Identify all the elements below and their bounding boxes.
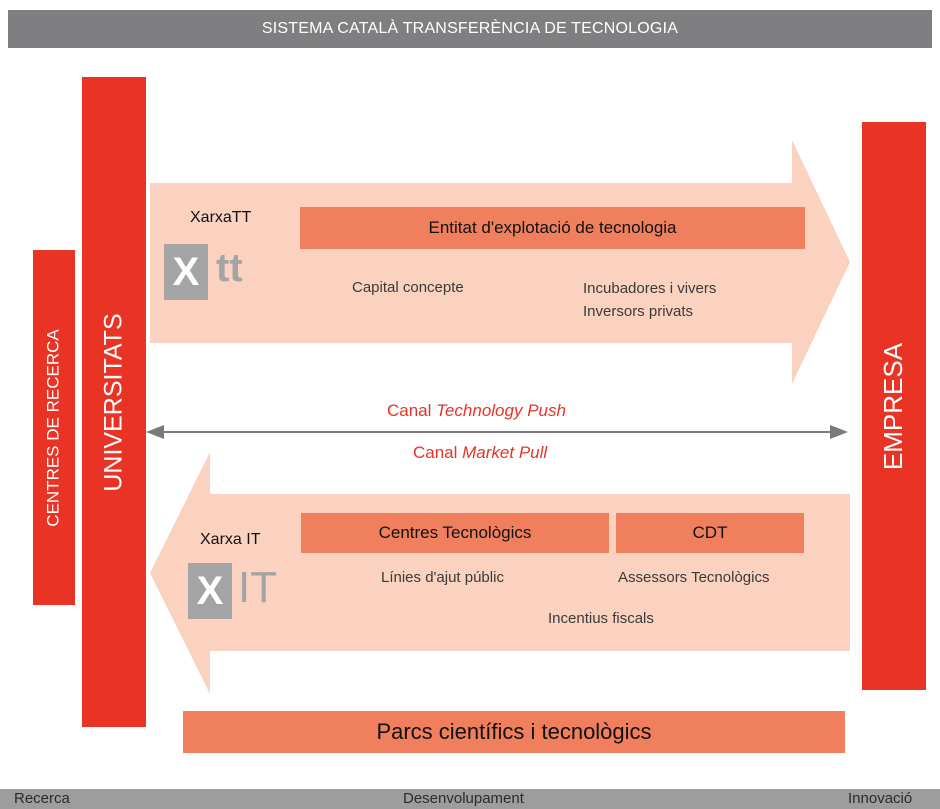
xarxa-it-label: Xarxa IT (200, 531, 261, 548)
empresa-bar: EMPRESA (862, 122, 926, 690)
centres-de-recerca-bar: CENTRES DE RECERCA (33, 250, 75, 605)
universitats-label: UNIVERSITATS (99, 312, 128, 492)
entitat-explotacio-label: Entitat d'explotació de tecnologia (428, 218, 677, 237)
diagram-title: SISTEMA CATALÀ TRANSFERÈNCIA DE TECNOLOG… (8, 10, 932, 48)
xarxatt-logo-icon: X (164, 244, 208, 300)
xarxatt-logo-text: tt (216, 246, 243, 290)
top-flow-arrow (150, 140, 850, 384)
universitats-bar: UNIVERSITATS (82, 77, 146, 727)
empresa-label: EMPRESA (878, 342, 909, 470)
channel-arrowhead-right (830, 425, 848, 439)
xarxatt-label: XarxaTT (190, 209, 252, 226)
market-pull-label: Canal Market Pull (413, 443, 548, 462)
cdt-box: CDT (616, 513, 804, 553)
inversors-text: Inversors privats (583, 303, 694, 320)
centres-tecnologics-box: Centres Tecnològics (301, 513, 609, 553)
entitat-explotacio-box: Entitat d'explotació de tecnologia (300, 207, 805, 249)
stage-innovacio: Innovació (848, 790, 913, 807)
xarxa-it-logo-icon: X (188, 563, 232, 619)
assessors-text: Assessors Tecnològics (618, 569, 770, 586)
centres-tecnologics-label: Centres Tecnològics (378, 523, 532, 542)
technology-push-label: Canal Technology Push (387, 401, 566, 420)
incentius-text: Incentius fiscals (548, 610, 654, 627)
xarxa-it-logo-text: IT (238, 563, 278, 612)
bottom-flow-arrow (150, 452, 850, 694)
incubadores-text: Incubadores i vivers (583, 280, 717, 297)
linies-ajut-text: Línies d'ajut públic (381, 569, 504, 586)
parcs-bar: Parcs científics i tecnològics (183, 711, 845, 753)
stage-recerca: Recerca (14, 790, 70, 807)
stage-axis: Recerca Desenvolupament Innovació (0, 789, 940, 809)
capital-concepte-text: Capital concepte (352, 279, 464, 296)
cdt-label: CDT (692, 523, 728, 542)
channel-arrowhead-left (146, 425, 164, 439)
centres-de-recerca-label: CENTRES DE RECERCA (44, 328, 64, 527)
stage-desenvolupament: Desenvolupament (403, 790, 524, 807)
parcs-label: Parcs científics i tecnològics (376, 719, 652, 744)
